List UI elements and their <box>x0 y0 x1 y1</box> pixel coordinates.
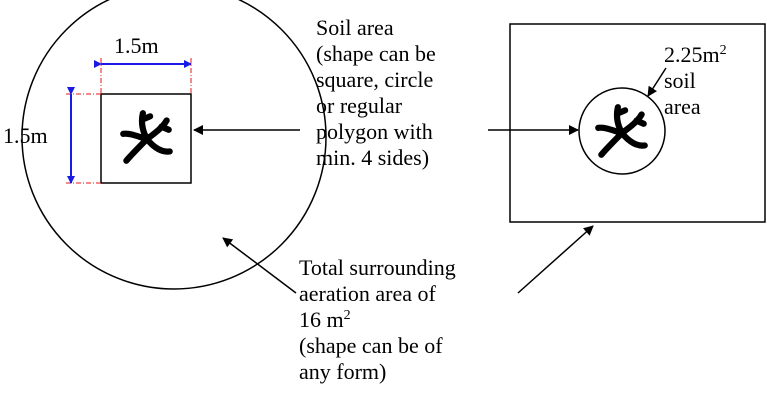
total-aeration-area-label: Total surrounding aeration area of 16 m2… <box>299 255 505 385</box>
small-area-arrow <box>647 67 667 97</box>
soil-area-line: polygon with <box>316 119 433 144</box>
tree-plant-icon <box>123 113 170 161</box>
left-soil-square <box>100 93 192 184</box>
total-area-line: Total surrounding <box>299 255 456 280</box>
total-area-arrow-right <box>517 225 594 294</box>
total-area-arrow-left <box>222 237 297 294</box>
soil-area-label: Soil area (shape can be square, circle o… <box>316 15 436 171</box>
total-area-line: aeration area of <box>299 281 436 306</box>
width-dimension-label: 1.5m <box>114 33 159 58</box>
right-soil-area-value: 2.25m2 <box>664 42 727 67</box>
soil-area-line: Soil area <box>316 15 394 40</box>
height-dimension-label: 1.5m <box>3 123 48 148</box>
soil-area-line: or regular <box>316 93 403 118</box>
soil-area-line: square, circle <box>316 67 434 92</box>
right-aeration-rectangle <box>509 23 766 223</box>
right-soil-area-text: soil <box>664 68 696 93</box>
soil-area-line: (shape can be <box>316 41 436 66</box>
total-area-line: any form) <box>299 359 387 384</box>
total-area-line: (shape can be of <box>299 333 443 358</box>
left-aeration-circle <box>21 0 327 290</box>
tree-plant-icon <box>598 107 645 155</box>
total-area-line: 16 m2 <box>299 307 351 332</box>
right-soil-circle <box>578 87 666 175</box>
soil-area-line: min. 4 sides) <box>316 145 430 170</box>
right-soil-area-text: area <box>664 94 701 119</box>
right-soil-area-label: 2.25m2 soil area <box>664 42 727 120</box>
